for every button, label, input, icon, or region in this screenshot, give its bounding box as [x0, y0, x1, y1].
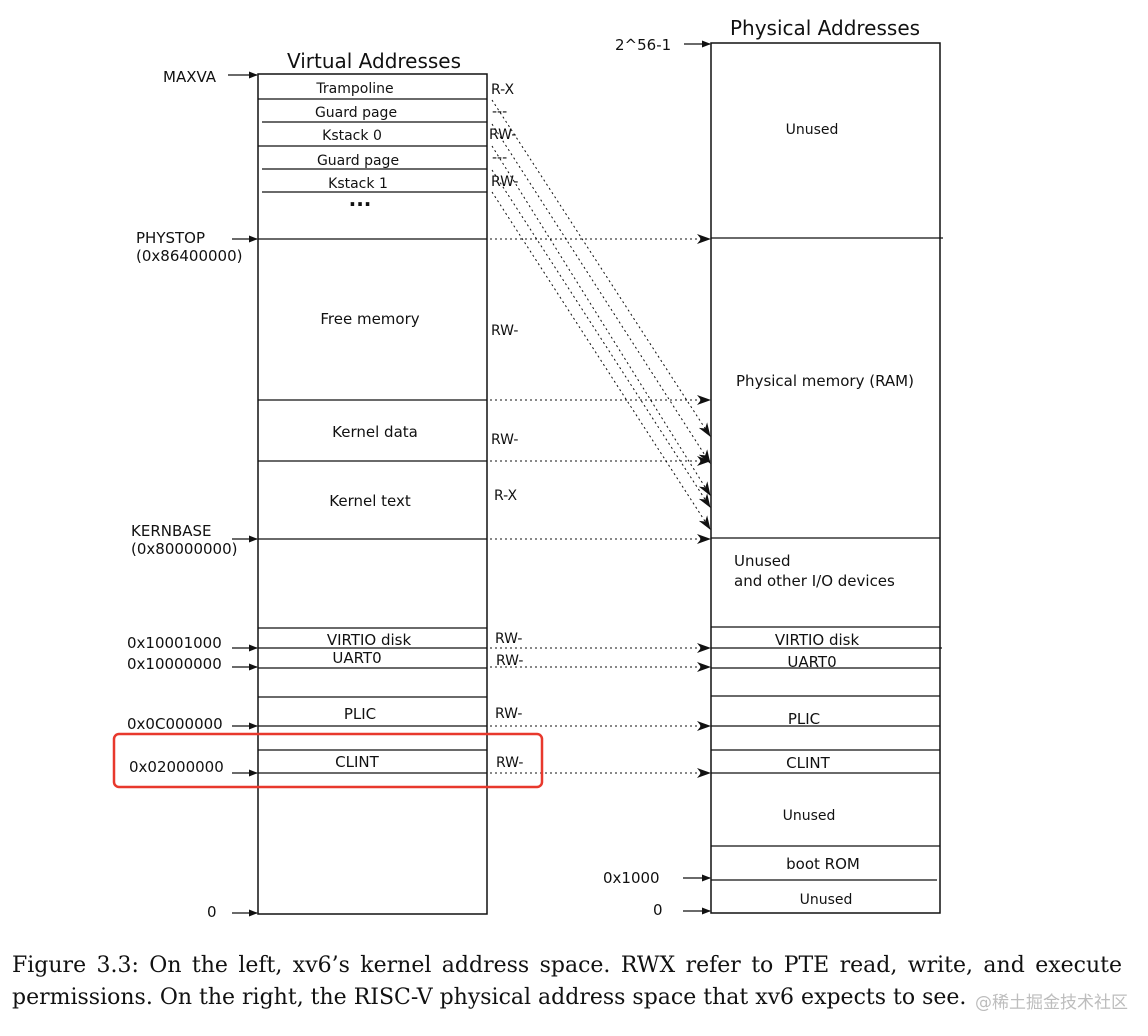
guard-page-mapping-arrow: [491, 123, 711, 464]
permission-label: R-X: [494, 488, 518, 504]
permission-label: RW-: [489, 127, 517, 143]
physical-plic-label: PLIC: [788, 710, 820, 728]
maxva-label: MAXVA: [163, 68, 217, 86]
kstack-0-label: Kstack 0: [322, 128, 382, 144]
permission-label: RW-: [491, 432, 519, 448]
figure-caption: Figure 3.3: On the left, xv6’s kernel ad…: [12, 953, 1122, 1010]
unused-top-label: Unused: [786, 122, 839, 138]
kernel-data-label: Kernel data: [332, 423, 418, 441]
physical-zero-label: 0: [653, 901, 663, 919]
permission-label: RW-: [491, 323, 519, 339]
trampoline-mapping-arrow: [491, 99, 711, 437]
kernbase-value: (0x80000000): [131, 540, 237, 558]
unused-io-label: Unused: [734, 552, 791, 570]
clint-address-label: 0x02000000: [129, 758, 224, 776]
trampoline-label: Trampoline: [315, 81, 393, 97]
permission-label: RW-: [496, 755, 524, 771]
boot-address-label: 0x1000: [603, 869, 660, 887]
permission-label: ---: [492, 104, 507, 120]
permission-label: RW-: [495, 631, 523, 647]
permission-label: RW-: [495, 706, 523, 722]
permission-labels: R-X --- RW- --- RW- RW- RW- R-X RW- RW- …: [489, 82, 524, 771]
plic-address-label: 0x0C000000: [127, 715, 223, 733]
physical-row-dividers: [711, 237, 943, 881]
physical-uart0-label: UART0: [787, 653, 836, 671]
virtio-address-label: 0x10001000: [127, 634, 222, 652]
guard-page-label: Guard page: [315, 105, 397, 121]
virtual-addresses-title: Virtual Addresses: [287, 49, 461, 73]
physical-ram-label: Physical memory (RAM): [736, 372, 914, 390]
physical-address-column: [710, 42, 941, 914]
watermark-text: @稀土掘金技术社区: [975, 993, 1128, 1013]
boot-rom-label: boot ROM: [786, 855, 860, 873]
unused-bottom-label: Unused: [800, 892, 853, 908]
guard-page-2-mapping-arrow: [491, 169, 711, 508]
permission-label: RW-: [496, 653, 524, 669]
uart0-label: UART0: [332, 649, 381, 667]
mapping-arrows: [490, 99, 711, 778]
address-space-diagram: Virtual Addresses Physical Addresses Tra…: [112, 16, 943, 921]
physical-top-address-label: 2^56-1: [615, 36, 671, 54]
clint-label: CLINT: [335, 753, 379, 771]
guard-page-label: Guard page: [317, 153, 399, 169]
kstack-1-label: Kstack 1: [328, 176, 388, 192]
virtual-row-dividers: [258, 98, 487, 774]
physical-virtio-label: VIRTIO disk: [775, 631, 860, 649]
permission-label: ---: [492, 150, 507, 166]
unused-io-label-2: and other I/O devices: [734, 572, 895, 590]
permission-label: R-X: [491, 82, 515, 98]
free-memory-label: Free memory: [320, 310, 419, 328]
kstack-0-mapping-arrow: [491, 145, 711, 496]
phystop-value: (0x86400000): [136, 247, 242, 265]
physical-addresses-title: Physical Addresses: [730, 16, 920, 40]
permission-label: RW-: [491, 174, 519, 190]
physical-clint-label: CLINT: [786, 754, 830, 772]
virtual-zero-label: 0: [207, 903, 217, 921]
phystop-label: PHYSTOP: [136, 229, 205, 247]
plic-label: PLIC: [344, 705, 376, 723]
clint-highlight-box: [112, 732, 544, 789]
unused-mid-label: Unused: [783, 808, 836, 824]
kernbase-label: KERNBASE: [131, 522, 212, 540]
kernel-text-label: Kernel text: [329, 492, 411, 510]
kstack-1-mapping-arrow: [491, 191, 711, 530]
virtual-address-column: [257, 73, 488, 915]
ellipsis-label: ...: [349, 187, 372, 211]
uart-address-label: 0x10000000: [127, 655, 222, 673]
virtio-disk-label: VIRTIO disk: [327, 631, 412, 649]
